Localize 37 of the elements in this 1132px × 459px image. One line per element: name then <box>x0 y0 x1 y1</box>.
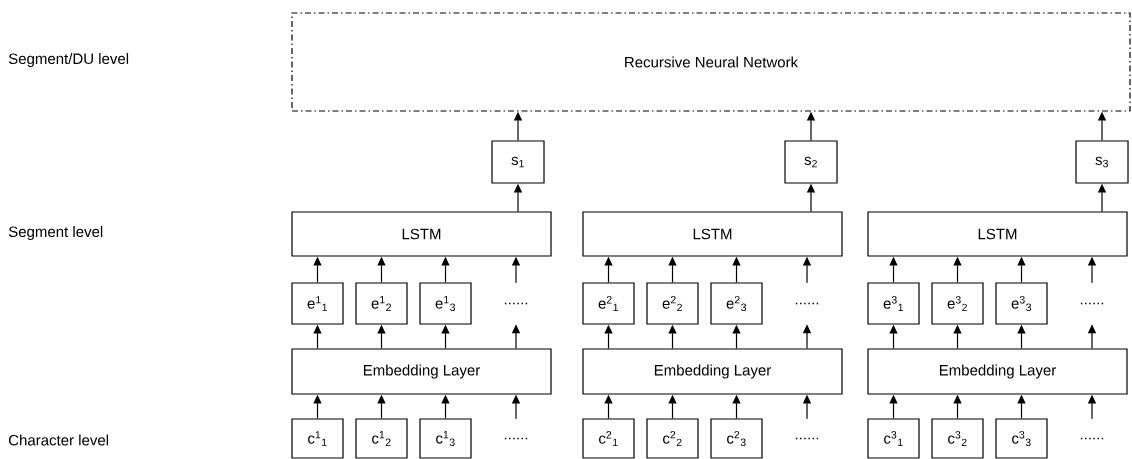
vector-box: e$^{3}$1 <box>867 282 920 325</box>
layer-box: Embedding Layer <box>291 348 552 395</box>
vector-box: e$^{2}$3 <box>710 282 763 325</box>
vector-box: c$^{3}$2 <box>931 418 984 459</box>
layer-box: Embedding Layer <box>867 348 1128 395</box>
vector-box: c$^{2}$2 <box>646 418 699 459</box>
vector-box: c$^{1}$2 <box>355 418 408 459</box>
vector-box: s$_{2}$ <box>784 140 838 184</box>
layer-box: LSTM <box>582 211 843 257</box>
vector-box: e$^{2}$1 <box>582 282 635 325</box>
vector-box: c$^{3}$3 <box>995 418 1048 459</box>
ellipsis: ...... <box>504 302 528 305</box>
vector-box: c$^{2}$1 <box>582 418 635 459</box>
level-label: Segment/DU level <box>8 53 129 67</box>
level-label: Character level <box>8 434 109 446</box>
vector-box: e$^{1}$1 <box>291 282 344 325</box>
vector-box: e$^{2}$2 <box>646 282 699 325</box>
vector-box: c$^{2}$3 <box>710 418 763 459</box>
ellipsis: ...... <box>795 437 819 440</box>
ellipsis: ...... <box>1080 437 1104 440</box>
layer-box: LSTM <box>291 211 552 257</box>
ellipsis: ...... <box>795 302 819 305</box>
vector-box: e$^{3}$3 <box>995 282 1048 325</box>
vector-box: c$^{3}$1 <box>867 418 920 459</box>
level-label: Segment level <box>8 226 103 240</box>
layer-box: Embedding Layer <box>582 348 843 395</box>
network-box: Recursive Neural Network <box>291 12 1131 112</box>
vector-box: e$^{1}$2 <box>355 282 408 325</box>
vector-box: e$^{3}$2 <box>931 282 984 325</box>
vector-box: s$_{1}$ <box>491 140 545 184</box>
layer-box: LSTM <box>867 211 1128 257</box>
vector-box: c$^{1}$3 <box>419 418 472 459</box>
vector-box: e$^{1}$3 <box>419 282 472 325</box>
ellipsis: ...... <box>1080 302 1104 305</box>
ellipsis: ...... <box>504 437 528 440</box>
vector-box: s$_{3}$ <box>1075 140 1129 184</box>
vector-box: c$^{1}$1 <box>291 418 344 459</box>
